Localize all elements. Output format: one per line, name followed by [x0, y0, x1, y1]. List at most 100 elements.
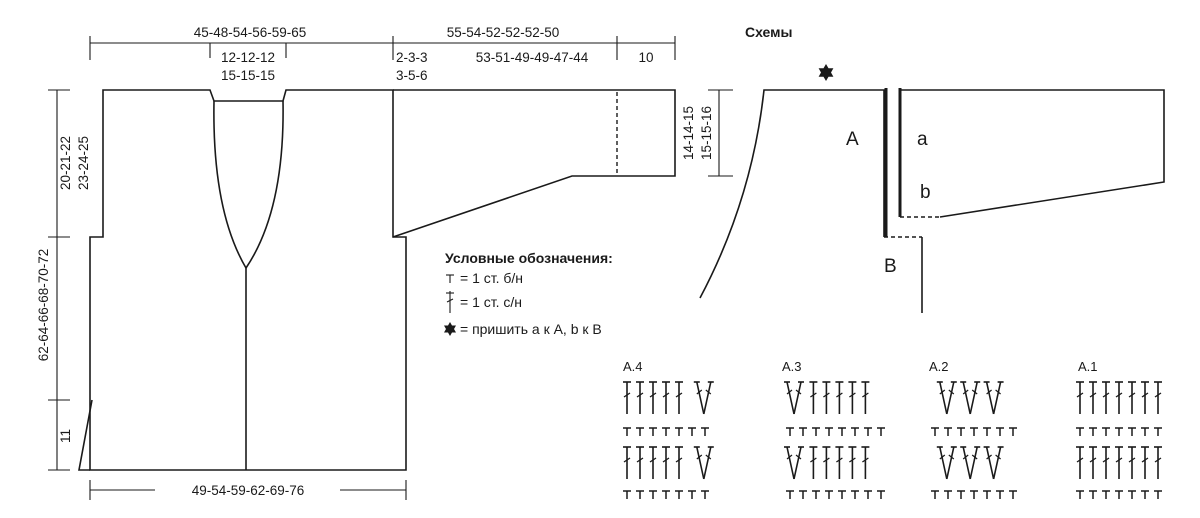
single-crochet-symbol: [1128, 427, 1136, 436]
single-crochet-symbol: [1076, 427, 1084, 436]
double-crochet-symbol: [1141, 381, 1149, 414]
double-crochet-symbol: [809, 446, 818, 479]
single-crochet-symbol: [1076, 490, 1084, 499]
single-crochet-symbol: [983, 427, 991, 436]
double-crochet-symbol: [848, 446, 857, 479]
single-crochet-symbol: [851, 427, 859, 436]
double-crochet-symbol: [835, 381, 844, 414]
sleeve-outline: [392, 89, 676, 238]
single-crochet-symbol: [1115, 427, 1123, 436]
dc-v-stitch-symbol: [784, 446, 804, 480]
star-icon: [818, 64, 834, 81]
single-crochet-symbol: [799, 490, 807, 499]
neck-width-label-2: 15-15-15: [221, 68, 275, 83]
star-symbol-icon: [444, 322, 456, 336]
single-crochet-symbol: [623, 427, 631, 436]
single-crochet-symbol: [1089, 490, 1097, 499]
double-crochet-symbol: [1089, 381, 1097, 414]
front-opening-left: [213, 100, 247, 269]
dc-symbol-icon: [446, 291, 454, 313]
scheme-body-edge: [699, 89, 885, 299]
double-crochet-symbol: [1154, 381, 1162, 414]
single-crochet-symbol: [799, 427, 807, 436]
single-crochet-symbol: [675, 427, 683, 436]
schemes-title: Схемы: [745, 24, 792, 40]
assembly-scheme: [699, 64, 1165, 313]
single-crochet-symbol: [1115, 490, 1123, 499]
scheme-label-B: B: [884, 256, 897, 277]
body-piece: [78, 89, 407, 471]
single-crochet-symbol: [996, 427, 1004, 436]
single-crochet-symbol: [636, 490, 644, 499]
single-crochet-symbol: [675, 490, 683, 499]
double-crochet-symbol: [822, 381, 831, 414]
scheme-label-a: a: [917, 129, 928, 150]
neck-width-label-1: 12-12-12: [221, 50, 275, 65]
single-crochet-symbol: [1102, 427, 1110, 436]
single-crochet-symbol: [786, 427, 794, 436]
double-crochet-symbol: [861, 446, 870, 479]
double-crochet-symbol: [1102, 446, 1110, 479]
double-crochet-symbol: [1128, 381, 1136, 414]
scheme-label-b: b: [920, 182, 931, 203]
single-crochet-symbol: [851, 490, 859, 499]
chart-label-a2: A.2: [929, 359, 949, 374]
sleeve-height-dimension: [708, 89, 733, 177]
left-dimensions: [48, 89, 70, 471]
double-crochet-symbol: [623, 381, 631, 414]
single-crochet-symbol: [838, 490, 846, 499]
single-crochet-symbol: [1154, 427, 1162, 436]
double-crochet-symbol: [1115, 381, 1123, 414]
double-crochet-symbol: [675, 446, 683, 479]
sleeve-main-label: 53-51-49-49-47-44: [476, 50, 589, 65]
dc-v-stitch-symbol: [960, 381, 981, 415]
single-crochet-symbol: [864, 427, 872, 436]
double-crochet-symbol: [662, 446, 670, 479]
single-crochet-symbol: [944, 490, 952, 499]
double-crochet-symbol: [1128, 446, 1136, 479]
double-crochet-symbol: [1076, 381, 1084, 414]
single-crochet-symbol: [623, 490, 631, 499]
double-crochet-symbol: [649, 381, 657, 414]
single-crochet-symbol: [662, 490, 670, 499]
single-crochet-symbol: [970, 490, 978, 499]
legend-item-sc: = 1 ст. б/н: [460, 270, 523, 286]
chart-label-a1: A.1: [1078, 359, 1098, 374]
cuff-label: 10: [638, 50, 653, 65]
bottom-width-label: 49-54-59-62-69-76: [192, 483, 305, 498]
single-crochet-symbol: [825, 427, 833, 436]
chart-label-a3: A.3: [782, 359, 802, 374]
single-crochet-symbol: [957, 490, 965, 499]
double-crochet-symbol: [636, 381, 644, 414]
sleeve-height-label-2: 15-15-16: [699, 106, 714, 160]
body-outline: [89, 89, 407, 471]
dc-v-stitch-symbol: [693, 446, 714, 480]
single-crochet-symbol: [1089, 427, 1097, 436]
double-crochet-symbol: [822, 446, 831, 479]
armhole-label-1: 20-21-22: [58, 136, 73, 190]
stitch-charts: [623, 381, 1162, 499]
single-crochet-symbol: [1102, 490, 1110, 499]
single-crochet-symbol: [983, 490, 991, 499]
dc-v-stitch-symbol: [960, 446, 981, 480]
double-crochet-symbol: [1154, 446, 1162, 479]
top-body-width-label: 45-48-54-56-59-65: [194, 25, 307, 40]
single-crochet-symbol: [649, 490, 657, 499]
double-crochet-symbol: [1115, 446, 1123, 479]
armhole-label-2: 23-24-25: [76, 136, 91, 190]
legend-item-star: = пришить a к A, b к B: [460, 321, 602, 337]
single-crochet-symbol: [864, 490, 872, 499]
double-crochet-symbol: [1089, 446, 1097, 479]
single-crochet-symbol: [1009, 490, 1017, 499]
double-crochet-symbol: [675, 381, 683, 414]
single-crochet-symbol: [944, 427, 952, 436]
single-crochet-symbol: [688, 427, 696, 436]
scheme-label-A: A: [846, 129, 859, 150]
double-crochet-symbol: [1102, 381, 1110, 414]
single-crochet-symbol: [957, 427, 965, 436]
dc-v-stitch-symbol: [693, 381, 714, 415]
single-crochet-symbol: [1154, 490, 1162, 499]
single-crochet-symbol: [701, 427, 709, 436]
